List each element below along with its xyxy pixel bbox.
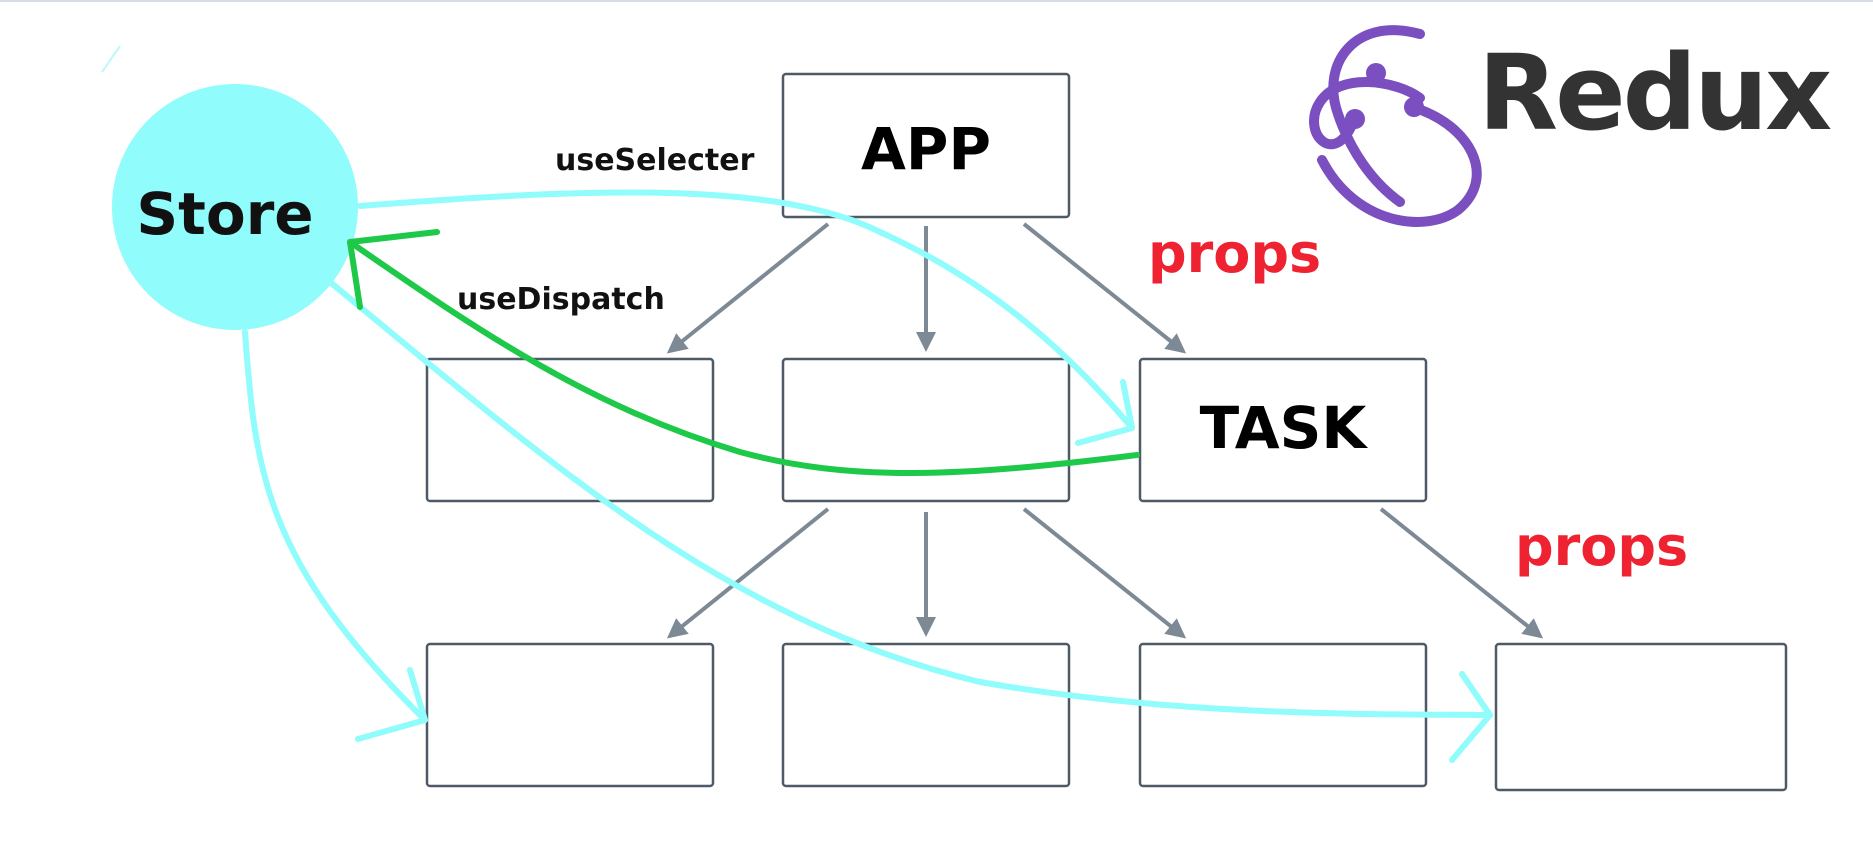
selector-flow-to-bottom-left [242, 329, 428, 723]
store-circle[interactable] [112, 84, 358, 330]
tree-arrow-app-to-task [1022, 222, 1187, 354]
redux-logo: Redux [1309, 25, 1834, 227]
tree-arrow-app-to-left [666, 222, 830, 354]
selector-flow-to-far-right [327, 279, 1493, 718]
selector-arrowhead-far-right [1449, 671, 1493, 763]
store-label: Store [136, 180, 313, 248]
selector-flow-to-task [357, 189, 1135, 431]
app-component-box[interactable] [781, 72, 1071, 219]
tree-arrow-mid-to-left [666, 507, 830, 639]
redux-logo-text: Redux [1478, 32, 1831, 154]
task-label: TASK [1200, 394, 1369, 462]
props-label-upper: props [1148, 222, 1321, 285]
component-box-row3-1[interactable] [425, 642, 715, 788]
selector-arrowhead-task [1075, 379, 1135, 446]
tree-arrow-mid-to-right [1022, 507, 1187, 639]
props-label-lower: props [1515, 515, 1688, 578]
tree-arrow-task-to-far-right [1379, 507, 1544, 639]
use-dispatch-label: useDispatch [457, 282, 665, 317]
component-box-row2-2[interactable] [781, 357, 1071, 503]
stray-stroke [101, 45, 121, 73]
app-label: APP [861, 115, 991, 183]
task-component-box[interactable] [1138, 357, 1428, 503]
component-box-row3-2[interactable] [781, 642, 1071, 788]
use-selector-label: useSelecter [555, 143, 755, 178]
component-box-row2-1[interactable] [425, 357, 715, 503]
component-box-row3-4[interactable] [1494, 642, 1788, 792]
dispatch-flow-to-store [347, 239, 1140, 476]
selector-arrowhead-bottom-left [355, 667, 428, 742]
redux-logo-mark-icon [1309, 25, 1482, 227]
dispatch-arrowhead-store [347, 229, 440, 310]
